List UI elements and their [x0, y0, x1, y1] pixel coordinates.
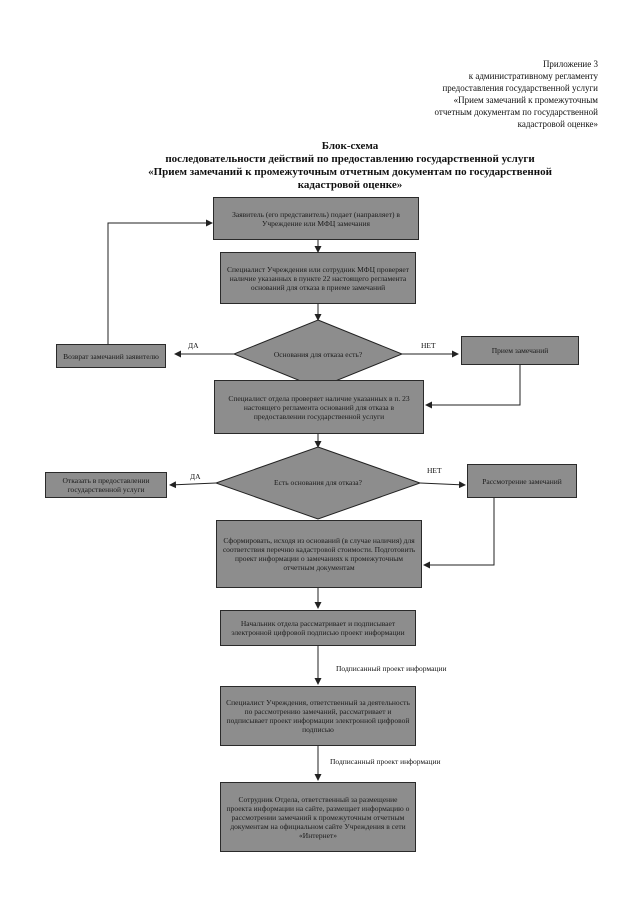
step-applicant-submits: Заявитель (его представитель) подает (на…	[213, 197, 419, 240]
step-specialist-signs: Специалист Учреждения, ответственный за …	[220, 686, 416, 746]
yes-label-1: ДА	[188, 341, 199, 350]
no-label-2: НЕТ	[427, 466, 442, 475]
step-check-service-refusal: Специалист отдела проверяет наличие указ…	[214, 380, 424, 434]
arrow-n2-s4	[423, 498, 495, 569]
step-text: Отказать в предоставлении государственно…	[62, 476, 150, 494]
decision-2-label: Есть основания для отказа?	[258, 464, 378, 500]
appendix-line: к административному регламенту	[468, 71, 598, 81]
appendix-line: «Прием замечаний к промежуточным	[453, 95, 598, 105]
step-publish-info: Сотрудник Отдела, ответственный за разме…	[220, 782, 416, 852]
decision-1-label: Основания для отказа есть?	[262, 334, 374, 374]
step-text: Сформировать, исходя из оснований (в слу…	[222, 536, 416, 572]
step-check-refusal-grounds: Специалист Учреждения или сотрудник МФЦ …	[220, 252, 416, 304]
step-text: Сотрудник Отдела, ответственный за разме…	[226, 794, 410, 840]
step-text: Специалист Учреждения, ответственный за …	[226, 698, 410, 734]
decision-diamond-2	[214, 446, 422, 520]
step-review-comments: Рассмотрение замечаний	[467, 464, 577, 498]
title-line: Блок-схема	[321, 140, 379, 152]
appendix-line: отчетным документам по государственной	[434, 107, 598, 117]
appendix-header: Приложение 3 к административному регламе…	[298, 58, 598, 130]
title-line: кадастровой оценке»	[297, 179, 403, 191]
step-head-signs: Начальник отдела рассматривает и подписы…	[220, 610, 416, 646]
step-refuse-service: Отказать в предоставлении государственно…	[45, 472, 167, 498]
appendix-line: кадастровой оценке»	[517, 119, 598, 129]
arrow-n1-s3	[425, 365, 521, 409]
step-text: Специалист Учреждения или сотрудник МФЦ …	[226, 264, 410, 292]
decision-text: Основания для отказа есть?	[273, 349, 363, 359]
appendix-line: предоставления государственной услуги	[442, 83, 598, 93]
yes-label-2: ДА	[190, 472, 201, 481]
step-prepare-draft: Сформировать, исходя из оснований (в слу…	[216, 520, 422, 588]
decision-text: Есть основания для отказа?	[274, 477, 362, 487]
step-text: Специалист отдела проверяет наличие указ…	[228, 393, 410, 421]
title-line: последовательности действий по предостав…	[165, 153, 535, 165]
step-text: Возврат замечаний заявителю	[63, 351, 159, 361]
step-accept-comments: Прием замечаний	[461, 336, 579, 365]
appendix-line: Приложение 3	[542, 59, 598, 69]
signed-draft-label-1: Подписанный проект информации	[336, 664, 447, 673]
step-return-comments: Возврат замечаний заявителю	[56, 344, 166, 368]
arrow-r1-return	[107, 219, 213, 344]
step-text: Прием замечаний	[491, 346, 549, 355]
no-label-1: НЕТ	[421, 341, 436, 350]
step-text: Рассмотрение замечаний	[482, 476, 562, 486]
step-text: Начальник отдела рассматривает и подписы…	[231, 619, 405, 637]
flowchart-title: Блок-схема последовательности действий п…	[90, 140, 610, 192]
title-line: «Прием замечаний к промежуточным отчетны…	[148, 166, 552, 178]
arrow-d2-no	[419, 481, 466, 489]
arrow-d2-yes	[169, 481, 217, 489]
signed-draft-label-2: Подписанный проект информации	[330, 757, 441, 766]
step-text: Заявитель (его представитель) подает (на…	[232, 209, 400, 228]
